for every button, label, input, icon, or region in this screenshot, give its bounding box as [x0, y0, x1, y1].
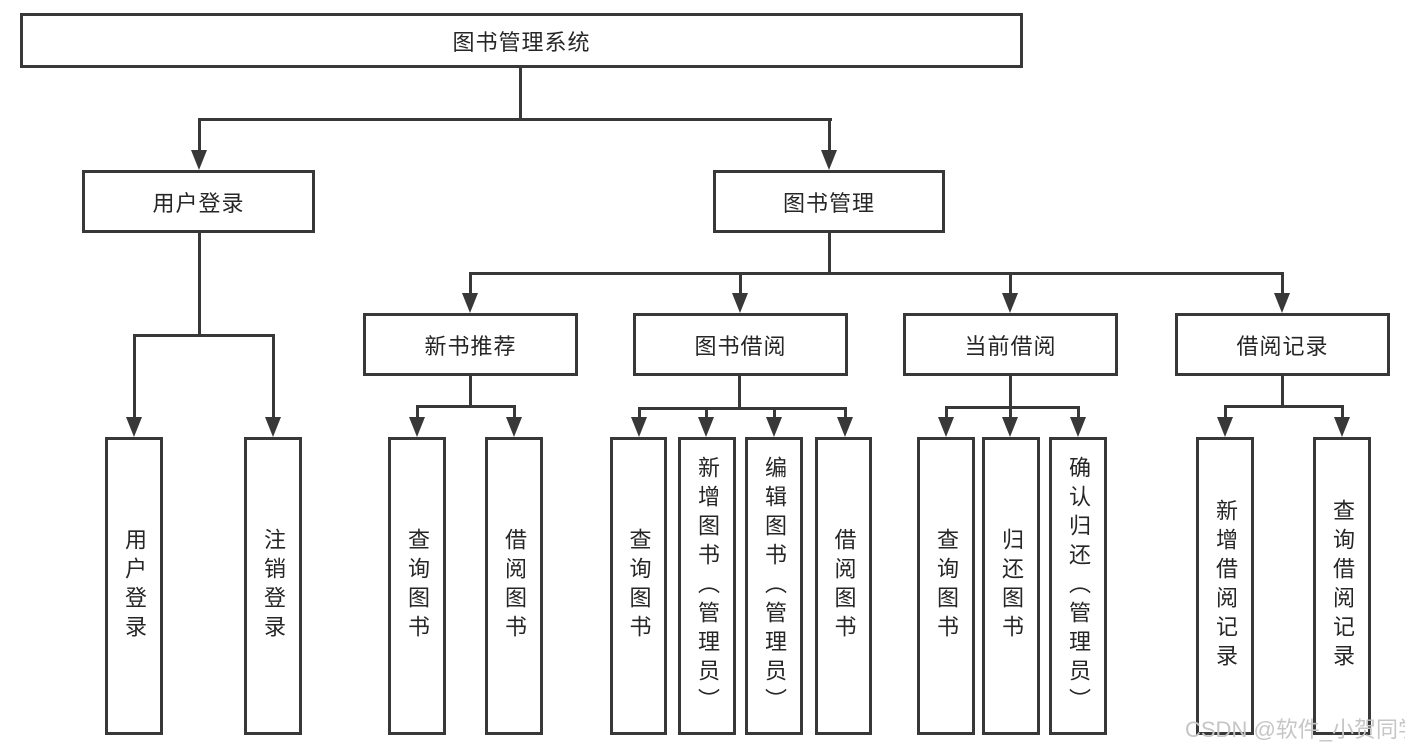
node-root: 图书管理系统 [20, 13, 1023, 68]
connector-stem [469, 376, 472, 408]
leaf-borrowing-edit-books-admin-label: 编辑图书（管理员） [762, 455, 787, 717]
arrowhead-icon [265, 417, 281, 437]
connector-rail [133, 334, 275, 337]
connector-drop [1224, 405, 1227, 421]
leaf-current-confirm-return-admin-label: 确认归还（管理员） [1066, 455, 1091, 717]
leaf-current-confirm-return-admin: 确认归还（管理员） [1049, 437, 1107, 735]
connector-drop [828, 118, 831, 154]
connector-drop [1341, 405, 1344, 421]
connector-rail [1224, 405, 1344, 408]
connector-stem [1281, 376, 1284, 408]
connector-drop [133, 334, 136, 420]
node-current-borrowing-label: 当前借阅 [964, 333, 1057, 359]
arrowhead-icon [821, 150, 837, 170]
connector-drop [1077, 406, 1080, 421]
node-book-management: 图书管理 [713, 170, 945, 233]
arrowhead-icon [1217, 417, 1233, 437]
node-user-login: 用户登录 [82, 170, 315, 233]
leaf-current-return-books: 归还图书 [982, 437, 1040, 735]
arrowhead-icon [1070, 417, 1086, 437]
connector-rail [945, 406, 1080, 409]
node-book-management-label: 图书管理 [782, 190, 875, 216]
arrowhead-icon [462, 293, 478, 313]
node-borrowing-records-label: 借阅记录 [1236, 333, 1329, 359]
connector-drop [1281, 272, 1284, 298]
arrowhead-icon [732, 293, 748, 313]
connector-drop [1009, 272, 1012, 298]
connector-stem [738, 376, 741, 410]
leaf-records-query-record-label: 查询借阅记录 [1330, 499, 1355, 673]
node-current-borrowing: 当前借阅 [903, 313, 1118, 376]
leaf-recommend-borrow-books: 借阅图书 [485, 437, 543, 735]
leaf-current-query-books: 查询图书 [917, 437, 975, 735]
connector-stem [519, 68, 522, 121]
connector-drop [272, 334, 275, 420]
leaf-records-query-record: 查询借阅记录 [1313, 437, 1371, 735]
connector-drop [705, 407, 708, 421]
leaf-borrowing-add-books-admin-label: 新增图书（管理员） [695, 455, 720, 717]
connector-stem [1009, 376, 1012, 409]
leaf-current-return-books-label: 归还图书 [999, 528, 1024, 644]
connector-drop [198, 118, 201, 154]
connector-drop [469, 272, 472, 298]
arrowhead-icon [1002, 417, 1018, 437]
leaf-records-add-record: 新增借阅记录 [1196, 437, 1254, 735]
arrowhead-icon [938, 417, 954, 437]
arrowhead-icon [191, 150, 207, 170]
connector-drop [638, 407, 641, 421]
connector-stem [828, 233, 831, 275]
leaf-borrowing-query-books: 查询图书 [610, 437, 667, 735]
connector-stem [198, 233, 201, 337]
leaf-borrowing-query-books-label: 查询图书 [626, 528, 652, 644]
connector-rail [416, 405, 516, 408]
connector-drop [945, 406, 948, 421]
leaf-borrowing-edit-books-admin: 编辑图书（管理员） [745, 437, 803, 735]
node-new-book-recommend: 新书推荐 [363, 313, 578, 376]
arrowhead-icon [1274, 293, 1290, 313]
node-root-label: 图书管理系统 [452, 29, 591, 55]
arrowhead-icon [698, 417, 714, 437]
leaf-current-query-books-label: 查询图书 [934, 528, 959, 644]
leaf-logout-label: 注销登录 [261, 528, 286, 644]
connector-rail [198, 118, 832, 121]
connector-drop [844, 407, 847, 421]
leaf-borrowing-add-books-admin: 新增图书（管理员） [678, 437, 736, 735]
leaf-records-add-record-label: 新增借阅记录 [1213, 499, 1238, 673]
arrowhead-icon [837, 417, 853, 437]
connector-drop [416, 405, 419, 421]
connector-rail [638, 407, 847, 410]
leaf-recommend-query-books: 查询图书 [388, 437, 446, 735]
arrowhead-icon [1334, 417, 1350, 437]
node-user-login-label: 用户登录 [152, 190, 245, 216]
csdn-watermark: CSDN @软件_小贺同学 [1185, 717, 1405, 742]
leaf-logout: 注销登录 [244, 437, 302, 735]
arrowhead-icon [126, 417, 142, 437]
arrowhead-icon [409, 417, 425, 437]
connector-drop [1009, 406, 1012, 421]
node-new-book-recommend-label: 新书推荐 [424, 333, 517, 359]
arrowhead-icon [631, 417, 647, 437]
node-borrowing-records: 借阅记录 [1175, 313, 1390, 376]
leaf-recommend-borrow-books-label: 借阅图书 [502, 528, 527, 644]
arrowhead-icon [1002, 293, 1018, 313]
connector-drop [513, 405, 516, 421]
arrowhead-icon [766, 417, 782, 437]
leaf-user-login: 用户登录 [105, 437, 163, 735]
arrowhead-icon [506, 417, 522, 437]
leaf-borrowing-borrow-books-label: 借阅图书 [831, 528, 857, 644]
node-book-borrowing: 图书借阅 [633, 313, 848, 376]
leaf-borrowing-borrow-books: 借阅图书 [815, 437, 872, 735]
connector-rail [469, 272, 1284, 275]
node-book-borrowing-label: 图书借阅 [694, 333, 787, 359]
connector-drop [739, 272, 742, 298]
connector-drop [773, 407, 776, 421]
leaf-recommend-query-books-label: 查询图书 [405, 528, 430, 644]
leaf-user-login-label: 用户登录 [122, 528, 147, 644]
